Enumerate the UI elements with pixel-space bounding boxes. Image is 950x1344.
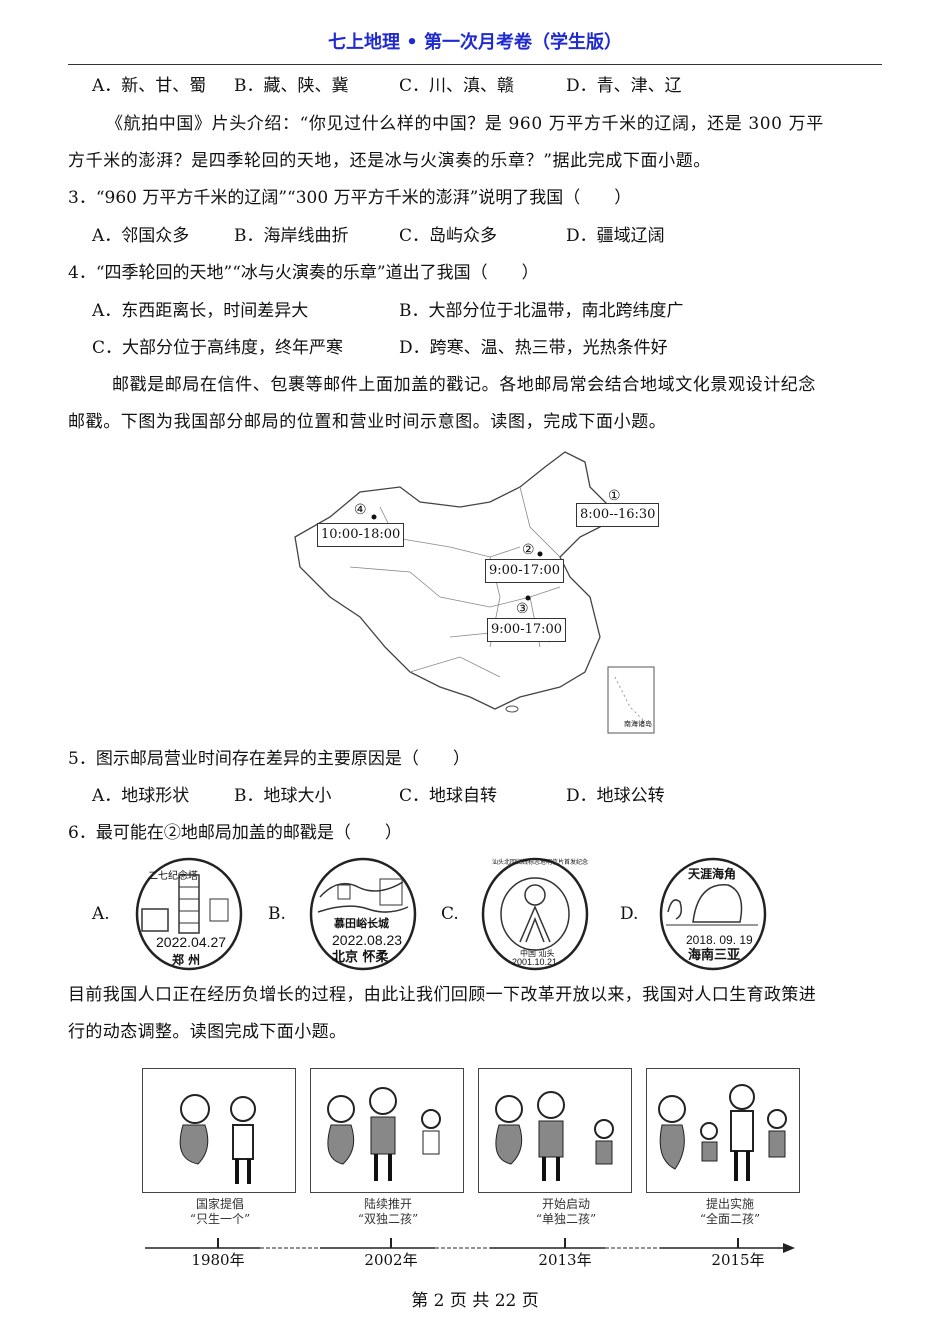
postmark-a-date: 2022.04.27	[156, 934, 227, 950]
caption-line1: 国家提倡	[195, 1197, 244, 1211]
intro3-line2: 行的动态调整。读图完成下面小题。	[68, 1022, 347, 1042]
timeline-year-2002: 2002年	[364, 1251, 418, 1269]
china-outline	[294, 451, 655, 734]
postmark-d-sanya[interactable]: 天涯海角 2018. 09. 19 海南三亚	[658, 857, 768, 971]
page-header-title: 七上地理 • 第一次月考卷（学生版）	[327, 32, 623, 53]
caption-line1: 提出实施	[705, 1197, 754, 1211]
marker-2-hours: 9:00-17:00	[485, 559, 565, 583]
postmark-b-top: 慕田峪长城	[334, 917, 389, 930]
q3-option-a: A．邻国众多	[92, 226, 190, 246]
q3-option-d: D．疆域辽阔	[566, 226, 665, 246]
intro2-line2: 邮戳。下图为我国部分邮局的位置和营业时间示意图。读图，完成下面小题。	[68, 412, 667, 432]
timeline-tick	[390, 1238, 392, 1248]
postmark-d-date: 2018. 09. 19	[686, 933, 753, 947]
q2-option-d: D．青、津、辽	[566, 76, 682, 96]
timeline-year-2015: 2015年	[711, 1251, 765, 1269]
caption-line2: “只生一个”	[189, 1212, 251, 1226]
page-footer: 第 2 页 共 22 页	[411, 1291, 539, 1311]
timeline-year-2013: 2013年	[538, 1251, 592, 1269]
panel-2002-family-illustration	[310, 1068, 464, 1193]
timeline-tick	[564, 1238, 566, 1248]
q5-stem: 5．图示邮局营业时间存在差异的主要原因是（ ）	[68, 749, 470, 769]
q4-stem: 4．“四季轮回的天地”“冰与火演奏的乐章”道出了我国（ ）	[68, 263, 539, 283]
marker-1-hours: 8:00--16:30	[576, 503, 660, 527]
timeline-caption-2002: 陆续推开“双独二孩”	[312, 1197, 464, 1227]
panel-2013-family-illustration	[478, 1068, 632, 1193]
china-post-office-map: ④ 10:00-18:00 ① 8:00--16:30 ② 9:00-17:00…	[290, 447, 660, 735]
timeline-axis	[145, 1243, 795, 1253]
header-divider	[68, 64, 882, 65]
q6-option-d-label: D.	[620, 904, 639, 924]
q6-option-c-label: C.	[441, 904, 459, 924]
caption-line2: “单独二孩”	[535, 1212, 597, 1226]
postmark-b-huairou[interactable]: 慕田峪长城 2022.08.23 北京 怀柔	[308, 857, 418, 971]
postmark-a-top: 二七纪念塔	[148, 871, 198, 882]
south-china-sea-inset-label: 南海诸岛	[624, 720, 652, 728]
postmark-d-top: 天涯海角	[688, 867, 737, 881]
timeline-tick	[217, 1238, 219, 1248]
marker-3-hours: 9:00-17:00	[487, 618, 567, 642]
intro2-line1: 邮戳是邮局在信件、包裹等邮件上面加盖的戳记。各地邮局常会结合地域文化景观设计纪念	[112, 375, 816, 395]
caption-line1: 开始启动	[541, 1197, 590, 1211]
timeline-year-1980: 1980年	[191, 1251, 245, 1269]
q5-option-b: B．地球大小	[234, 786, 332, 806]
postmark-a-zhengzhou[interactable]: 二七纪念塔 2022.04.27 郑 州	[134, 857, 244, 971]
marker-4-hours: 10:00-18:00	[317, 523, 405, 547]
intro1-line2: 方千米的澎湃？是四季轮回的天地，还是冰与火演奏的乐章？”据此完成下面小题。	[68, 151, 711, 171]
q6-option-a-label: A.	[92, 904, 110, 924]
postmark-d-place: 海南三亚	[688, 948, 741, 963]
q6-stem: 6．最可能在②地邮局加盖的邮戳是（ ）	[68, 823, 402, 843]
caption-line2: “双独二孩”	[357, 1212, 419, 1226]
postmark-a-place: 郑 州	[172, 953, 201, 967]
q5-option-d: D．地球公转	[566, 786, 665, 806]
intro3-line1: 目前我国人口正在经历负增长的过程，由此让我们回顾一下改革开放以来，我国对人口生育…	[68, 985, 817, 1005]
marker-2-number: ②	[522, 542, 535, 558]
timeline-caption-2013: 开始启动“单独二孩”	[490, 1197, 642, 1227]
intro1-line1: 《航拍中国》片头介绍：“你见过什么样的中国？是 960 万平方千米的辽阔，还是 …	[106, 114, 824, 134]
q2-option-b: B．藏、陕、冀	[234, 76, 349, 96]
q4-option-b: B．大部分位于北温带，南北跨纬度广	[399, 301, 684, 321]
q4-option-a: A．东西距离长，时间差异大	[92, 301, 309, 321]
panel-1980-family-illustration	[142, 1068, 296, 1193]
postmark-c-shantou[interactable]: 汕头北回归线标志塔明信片首发纪念 中国 汕头 2001.10.21	[480, 857, 590, 971]
q3-option-c: C．岛屿众多	[399, 226, 498, 246]
postmark-c-top: 汕头北回归线标志塔明信片首发纪念	[492, 859, 589, 866]
postmark-b-date: 2022.08.23	[332, 932, 403, 948]
timeline-caption-1980: 国家提倡“只生一个”	[144, 1197, 296, 1227]
panel-2015-family-illustration	[646, 1068, 800, 1193]
q2-option-a: A．新、甘、蜀	[92, 76, 207, 96]
postmark-c-place: 中国 汕头	[520, 949, 555, 958]
postmark-c-date: 2001.10.21	[512, 957, 558, 967]
q4-option-c: C．大部分位于高纬度，终年严寒	[92, 338, 344, 358]
q6-option-b-label: B.	[268, 904, 286, 924]
caption-line1: 陆续推开	[363, 1197, 412, 1211]
marker-1-number: ①	[608, 488, 621, 504]
q2-option-c: C．川、滇、赣	[399, 76, 515, 96]
q4-option-d: D．跨寒、温、热三带，光热条件好	[399, 338, 668, 358]
caption-line2: “全面二孩”	[699, 1212, 761, 1226]
q5-option-c: C．地球自转	[399, 786, 498, 806]
marker-4-number: ④	[354, 502, 367, 518]
postmark-b-place: 北京 怀柔	[332, 950, 389, 965]
q3-stem: 3．“960 万平方千米的辽阔”“300 万平方千米的澎湃”说明了我国（ ）	[68, 188, 632, 208]
q3-option-b: B．海岸线曲折	[234, 226, 349, 246]
q5-option-a: A．地球形状	[92, 786, 190, 806]
timeline-caption-2015: 提出实施“全面二孩”	[654, 1197, 806, 1227]
timeline-tick	[737, 1238, 739, 1248]
marker-3-number: ③	[516, 601, 529, 617]
